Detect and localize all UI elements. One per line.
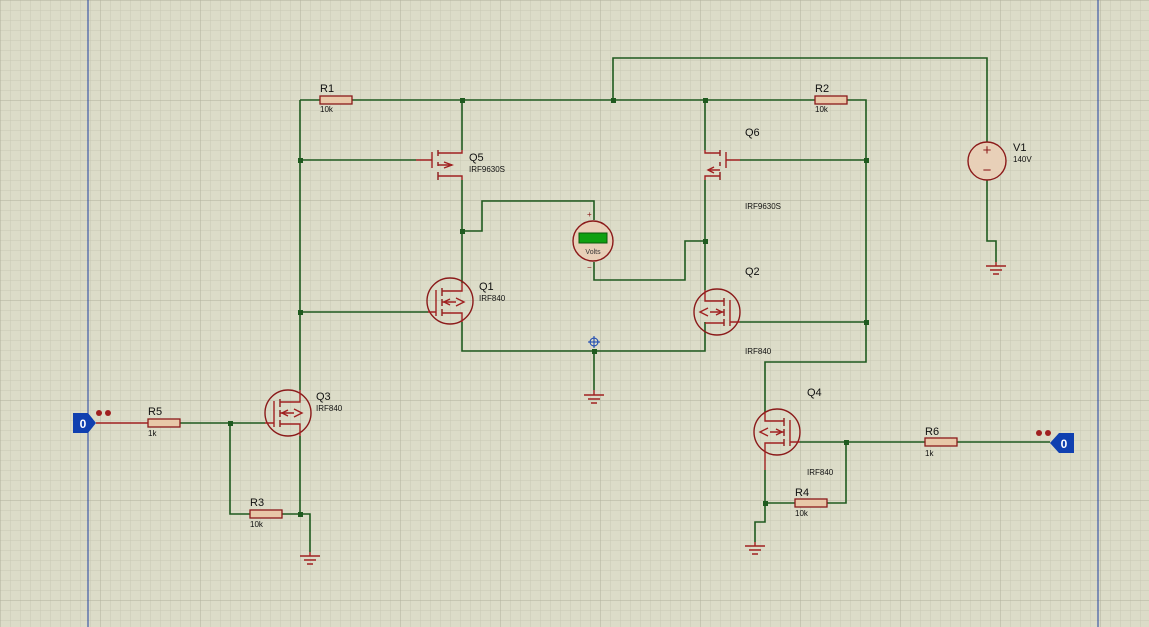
svg-text:R1: R1 bbox=[320, 83, 334, 95]
svg-text:Q5: Q5 bbox=[469, 152, 484, 164]
resistor-r4[interactable]: R4 10k bbox=[794, 487, 828, 518]
svg-text:R4: R4 bbox=[795, 487, 809, 499]
svg-text:R3: R3 bbox=[250, 497, 264, 509]
svg-text:IRF840: IRF840 bbox=[807, 468, 834, 477]
svg-text:−: − bbox=[983, 162, 992, 179]
ground-symbol bbox=[584, 390, 604, 404]
svg-text:Q4: Q4 bbox=[807, 387, 822, 399]
svg-text:R5: R5 bbox=[148, 406, 162, 418]
ground-symbol bbox=[745, 542, 765, 555]
mosfet-q1[interactable]: Q1 IRF840 bbox=[426, 277, 506, 325]
ground-symbol bbox=[300, 552, 320, 565]
resistor-r1[interactable]: R1 10k bbox=[319, 83, 353, 114]
svg-text:R2: R2 bbox=[815, 83, 829, 95]
crosshair-cursor-icon bbox=[588, 336, 600, 348]
svg-text:Volts: Volts bbox=[585, 249, 601, 256]
svg-text:1k: 1k bbox=[148, 429, 157, 438]
svg-text:10k: 10k bbox=[250, 520, 264, 529]
resistor-r5[interactable]: R5 1k bbox=[147, 406, 181, 438]
svg-text:10k: 10k bbox=[320, 105, 334, 114]
voltage-source-v1[interactable]: + − V1 140V bbox=[967, 141, 1032, 181]
mosfet-q5[interactable]: Q5 IRF9630S bbox=[416, 150, 505, 180]
svg-text:−: − bbox=[587, 263, 592, 272]
svg-text:IRF840: IRF840 bbox=[479, 294, 506, 303]
mosfet-q4[interactable]: Q4 IRF840 bbox=[753, 387, 834, 477]
svg-text:Q6: Q6 bbox=[745, 127, 760, 139]
logic-state-input-left[interactable]: 0 bbox=[73, 410, 148, 433]
svg-text:Q3: Q3 bbox=[316, 391, 331, 403]
svg-text:Q2: Q2 bbox=[745, 266, 760, 278]
logic-state-input-right[interactable]: 0 bbox=[1036, 430, 1074, 453]
svg-text:R6: R6 bbox=[925, 426, 939, 438]
svg-text:IRF9630S: IRF9630S bbox=[469, 165, 505, 174]
svg-text:V1: V1 bbox=[1013, 142, 1026, 154]
svg-text:Q1: Q1 bbox=[479, 281, 494, 293]
svg-text:IRF840: IRF840 bbox=[745, 347, 772, 356]
dc-voltmeter[interactable]: Volts + − bbox=[572, 210, 614, 272]
mosfet-q2[interactable]: Q2 IRF840 bbox=[693, 266, 772, 356]
voltmeter-display bbox=[578, 232, 608, 244]
junctions bbox=[228, 98, 869, 517]
svg-text:1k: 1k bbox=[925, 449, 934, 458]
resistor-r3[interactable]: R3 10k bbox=[249, 497, 283, 529]
svg-text:+: + bbox=[983, 142, 992, 159]
svg-text:0: 0 bbox=[80, 417, 87, 431]
svg-text:IRF840: IRF840 bbox=[316, 404, 343, 413]
svg-text:140V: 140V bbox=[1013, 155, 1032, 164]
svg-text:10k: 10k bbox=[795, 509, 809, 518]
svg-text:10k: 10k bbox=[815, 105, 829, 114]
svg-text:IRF9630S: IRF9630S bbox=[745, 202, 781, 211]
resistor-r6[interactable]: R6 1k bbox=[924, 426, 958, 458]
mosfet-q3[interactable]: Q3 IRF840 bbox=[264, 389, 343, 437]
svg-text:+: + bbox=[587, 210, 592, 219]
resistor-r2[interactable]: R2 10k bbox=[814, 83, 848, 114]
svg-text:0: 0 bbox=[1061, 437, 1068, 451]
ground-symbol bbox=[986, 262, 1006, 275]
mosfet-q6[interactable]: Q6 IRF9630S bbox=[704, 127, 781, 211]
